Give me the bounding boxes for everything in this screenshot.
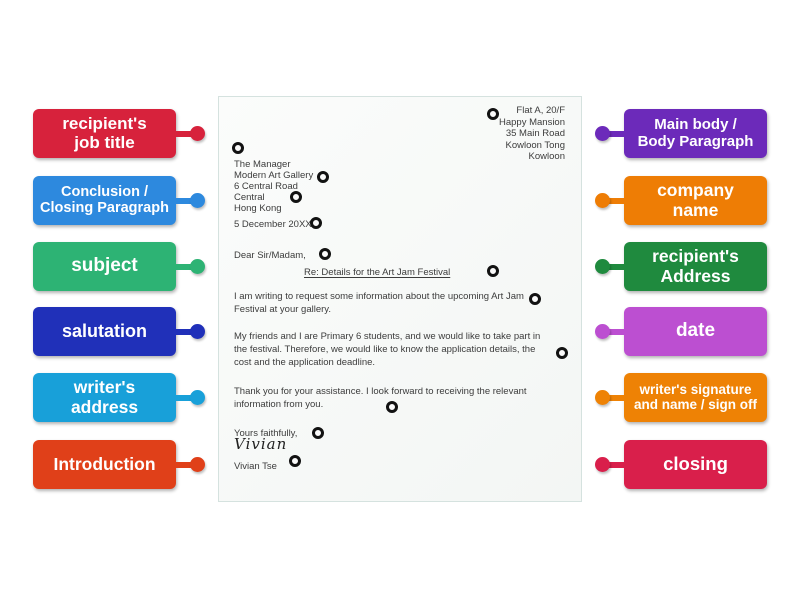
answer-label-recipient-s-job-title[interactable]: recipient's job title	[33, 109, 205, 158]
answer-label-text: writer's signature and name / sign off	[633, 381, 757, 412]
connector-dot	[595, 324, 610, 339]
letter-subject: Re: Details for the Art Jam Festival	[304, 267, 451, 278]
target-marker-main-body[interactable]	[555, 346, 568, 359]
letter-signature: Vivian	[234, 435, 288, 453]
connector-dot	[595, 390, 610, 405]
target-marker-date[interactable]	[309, 216, 322, 229]
connector-line	[175, 461, 193, 468]
letter-recipient-address: The Manager Modern Art Gallery 6 Central…	[234, 159, 314, 214]
answer-label-text: Main body / Body Paragraph	[637, 116, 754, 150]
answer-label-text: recipient's Address	[652, 246, 739, 286]
connector-line	[607, 263, 625, 270]
answer-label-text: company name	[657, 180, 734, 220]
connector-dot	[595, 126, 610, 141]
answer-label-text: recipient's job title	[62, 113, 147, 152]
answer-label-text: Conclusion / Closing Paragraph	[40, 183, 169, 216]
letter-paragraph: Thank you for your assistance. I look fo…	[234, 386, 527, 410]
letter-date: 5 December 20XX	[234, 219, 312, 230]
connector-line	[175, 130, 193, 137]
letter-paragraph: I am writing to request some information…	[234, 291, 524, 315]
answer-label-text: Introduction	[53, 453, 156, 474]
target-marker-introduction[interactable]	[528, 292, 541, 305]
connector-dot	[190, 457, 205, 472]
answer-label-introduction[interactable]: Introduction	[33, 440, 205, 489]
connector-dot	[190, 193, 205, 208]
answer-label-writer-s-signature-and-name-sign-off[interactable]: writer's signature and name / sign off	[595, 373, 767, 422]
connector-line	[607, 130, 625, 137]
target-marker-company-name[interactable]	[316, 170, 329, 183]
answer-label-date[interactable]: date	[595, 307, 767, 356]
connector-line	[607, 461, 625, 468]
target-marker-recipient-address[interactable]	[289, 190, 302, 203]
answer-label-text: writer's address	[70, 377, 139, 417]
letter-paragraph: My friends and I are Primary 6 students,…	[234, 331, 541, 368]
target-marker-signature[interactable]	[288, 454, 301, 467]
letter-salutation: Dear Sir/Madam,	[234, 250, 306, 261]
answer-label-subject[interactable]: subject	[33, 242, 205, 291]
target-marker-closing[interactable]	[311, 426, 324, 439]
connector-line	[175, 263, 193, 270]
connector-dot	[190, 259, 205, 274]
answer-label-recipient-s-address[interactable]: recipient's Address	[595, 242, 767, 291]
connector-dot	[595, 259, 610, 274]
target-marker-subject[interactable]	[486, 264, 499, 277]
answer-label-salutation[interactable]: salutation	[33, 307, 205, 356]
connector-dot	[190, 390, 205, 405]
answer-label-conclusion-closing-paragraph[interactable]: Conclusion / Closing Paragraph	[33, 176, 205, 225]
connector-dot	[190, 324, 205, 339]
connector-dot	[190, 126, 205, 141]
letter-writer-address: Flat A, 20/F Happy Mansion 35 Main Road …	[498, 105, 565, 162]
target-marker-salutation[interactable]	[318, 247, 331, 260]
connector-line	[607, 328, 625, 335]
answer-label-closing[interactable]: closing	[595, 440, 767, 489]
answer-label-text: closing	[663, 453, 728, 475]
connector-line	[175, 197, 193, 204]
letter-document: Flat A, 20/F Happy Mansion 35 Main Road …	[218, 96, 582, 502]
connector-dot	[595, 457, 610, 472]
answer-label-text: salutation	[61, 320, 147, 341]
connector-line	[175, 394, 193, 401]
target-marker-writer-address[interactable]	[486, 107, 499, 120]
answer-label-text: date	[675, 320, 716, 342]
connector-line	[175, 328, 193, 335]
target-marker-recipient-job-title[interactable]	[231, 141, 244, 154]
letter-closing: Yours faithfully,	[234, 428, 298, 439]
connector-line	[607, 394, 625, 401]
letter-signer-name: Vivian Tse	[234, 461, 277, 472]
connector-line	[607, 197, 625, 204]
answer-label-company-name[interactable]: company name	[595, 176, 767, 225]
answer-label-text: subject	[71, 255, 138, 277]
answer-label-main-body-body-paragraph[interactable]: Main body / Body Paragraph	[595, 109, 767, 158]
answer-label-writer-s-address[interactable]: writer's address	[33, 373, 205, 422]
connector-dot	[595, 193, 610, 208]
target-marker-conclusion[interactable]	[385, 400, 398, 413]
